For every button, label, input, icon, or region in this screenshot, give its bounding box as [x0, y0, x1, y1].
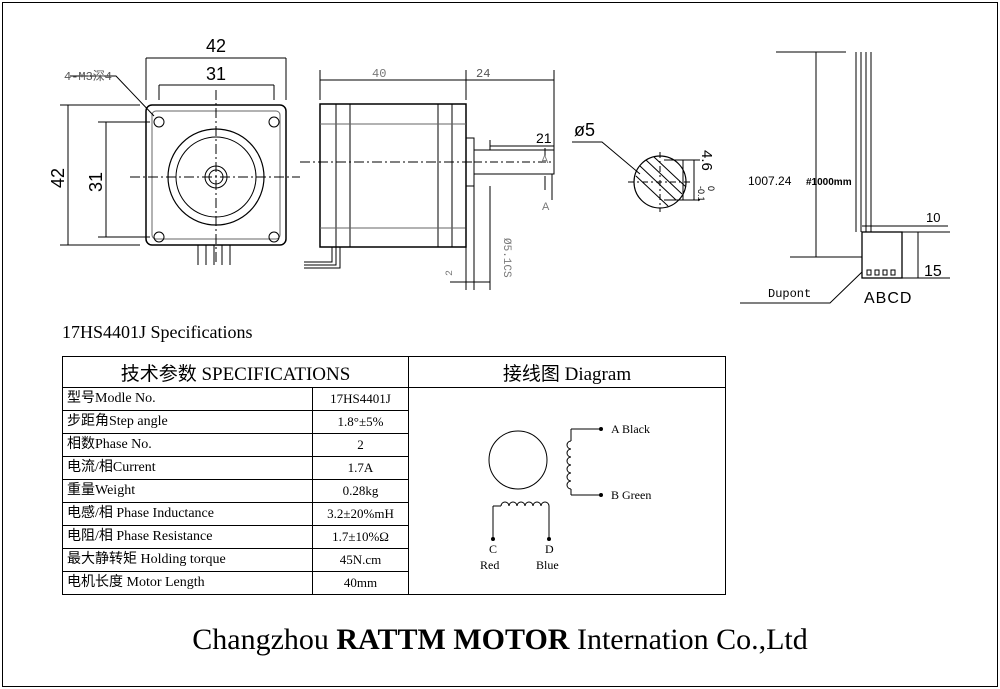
- section-diameter: ø5: [574, 120, 595, 140]
- table-row: 电感/相 Phase Inductance 3.2±20%mH: [62, 502, 726, 526]
- lead-view: [740, 51, 950, 304]
- spec-value: 40mm: [312, 571, 409, 595]
- spec-value: 1.7A: [312, 456, 409, 480]
- spec-label: 电机长度 Motor Length: [62, 571, 313, 595]
- spec-value: 1.7±10%Ω: [312, 525, 409, 549]
- spec-header-left: 技术参数 SPECIFICATIONS: [62, 356, 409, 388]
- spec-label: 最大静转矩 Holding torque: [62, 548, 313, 572]
- pilot-dia-dim: Ø5.1CS: [500, 238, 512, 278]
- connector-label: Dupont: [768, 287, 811, 301]
- table-row: 步距角Step angle 1.8°±5%: [62, 410, 726, 434]
- front-height-inner: 31: [86, 172, 106, 192]
- wire-d-color: Blue: [536, 558, 559, 572]
- pin-labels: ABCD: [864, 290, 912, 307]
- lead-length-note: #1000mm: [806, 177, 852, 188]
- spec-label: 电流/相Current: [62, 456, 313, 480]
- spec-label: 型号Modle No.: [62, 387, 313, 411]
- footer-prefix: Changzhou: [192, 623, 337, 656]
- spec-value: 0.28kg: [312, 479, 409, 503]
- front-view: [60, 57, 300, 265]
- shaft-length-dim: 24: [476, 67, 490, 81]
- spec-label: 相数Phase No.: [62, 433, 313, 457]
- front-width-outer: 42: [206, 36, 226, 56]
- section-tol-upper: 0: [706, 186, 716, 191]
- spec-table: 技术参数 SPECIFICATIONS 接线图 Diagram 型号Modle …: [62, 356, 726, 595]
- spec-value: 17HS4401J: [312, 387, 409, 411]
- small-dim: 2: [445, 270, 456, 276]
- spec-title: 17HS4401J Specifications: [62, 322, 253, 342]
- wiring-diagram: A Black B Green C Red D Blue: [480, 422, 651, 572]
- section-tol-lower: -0.1: [696, 186, 706, 202]
- wire-d-pin: D: [545, 542, 554, 556]
- spec-label: 步距角Step angle: [62, 410, 313, 434]
- shaft-flat-dim: 21: [536, 130, 552, 146]
- side-view: [300, 70, 555, 290]
- spec-label: 电感/相 Phase Inductance: [62, 502, 313, 526]
- table-row: 型号Modle No. 17HS4401J: [62, 387, 726, 595]
- footer-suffix: Internation Co.,Ltd: [569, 623, 808, 656]
- wire-b-label: B Green: [611, 488, 651, 502]
- wiring-diagram-cell: A Black B Green C Red D Blue: [408, 387, 726, 595]
- wire-a-label: A Black: [611, 422, 650, 436]
- front-width-inner: 31: [206, 64, 226, 84]
- table-row: 电阻/相 Phase Resistance 1.7±10%Ω: [62, 525, 726, 549]
- spec-header-right: 接线图 Diagram: [408, 356, 726, 388]
- spec-label: 重量Weight: [62, 479, 313, 503]
- spec-value: 2: [312, 433, 409, 457]
- table-row: 电流/相Current 1.7A: [62, 456, 726, 480]
- spec-value: 45N.cm: [312, 548, 409, 572]
- table-row: 相数Phase No. 2: [62, 433, 726, 457]
- section-view: [572, 141, 700, 212]
- lead-height-dim: 15: [924, 263, 942, 280]
- lead-width-dim: 10: [926, 210, 940, 225]
- coil-ab: [566, 440, 572, 490]
- front-height-outer: 42: [48, 168, 68, 188]
- body-length-dim: 40: [372, 67, 386, 81]
- thread-callout: 4-M3深4: [64, 69, 112, 84]
- wire-c-pin: C: [489, 542, 497, 556]
- section-flat: 4.6: [698, 150, 715, 171]
- section-mark-top: A: [541, 154, 549, 166]
- table-row: 电机长度 Motor Length 40mm: [62, 571, 726, 595]
- spec-label: 电阻/相 Phase Resistance: [62, 525, 313, 549]
- lead-length-dim: 1007.24: [748, 174, 792, 188]
- spec-value: 3.2±20%mH: [312, 502, 409, 526]
- wire-c-color: Red: [480, 558, 499, 572]
- spec-value: 1.8°±5%: [312, 410, 409, 434]
- coil-cd: [500, 501, 550, 507]
- footer-brand: RATTM MOTOR: [336, 623, 570, 656]
- motor-symbol: [488, 430, 548, 490]
- section-mark-bottom: A: [542, 201, 550, 213]
- company-footer: Changzhou RATTM MOTOR Internation Co.,Lt…: [0, 623, 1000, 657]
